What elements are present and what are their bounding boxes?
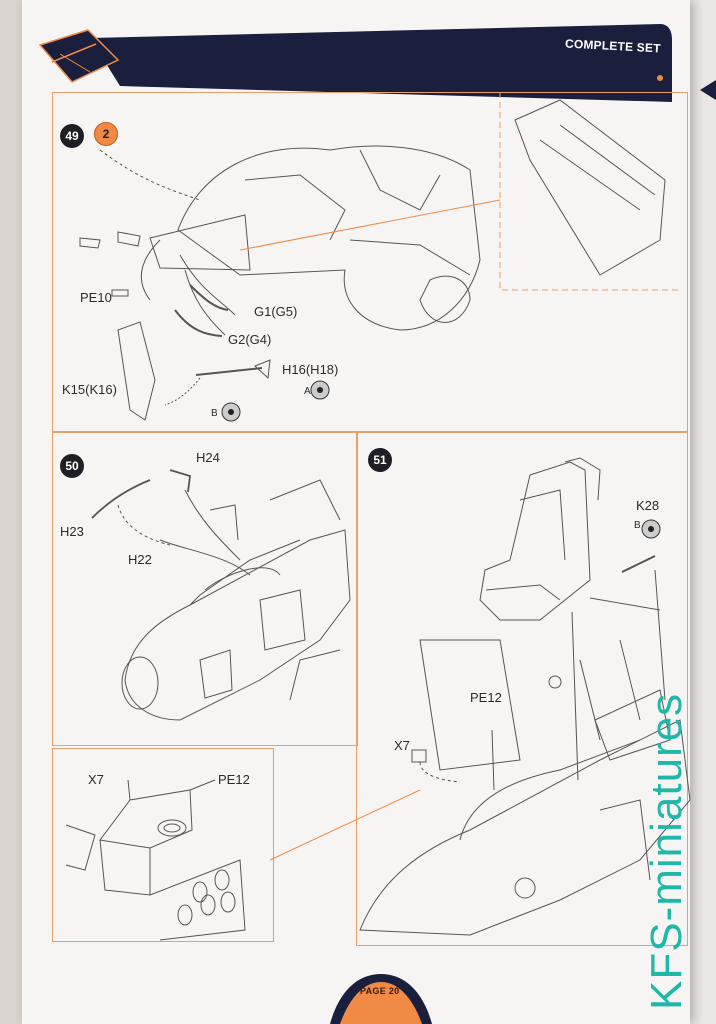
page-number: PAGE 20 — [360, 986, 400, 996]
label-h23: H23 — [60, 524, 84, 539]
step-50-panel — [52, 432, 358, 746]
paint-ref-b: B — [211, 408, 218, 419]
label-k15: K15(K16) — [62, 382, 117, 397]
label-x7: X7 — [394, 738, 410, 753]
label-h22: H22 — [128, 552, 152, 567]
label-k28: K28 — [636, 498, 660, 513]
step-50-badge: 50 — [60, 454, 84, 478]
detail-label-pe12: PE12 — [218, 772, 250, 787]
label-h24: H24 — [196, 450, 220, 465]
detail-label-x7: X7 — [88, 772, 104, 787]
label-g1: G1(G5) — [254, 304, 298, 319]
step-49-badge: 49 — [60, 124, 84, 148]
detail-panel — [52, 748, 274, 942]
label-pe10: PE10 — [80, 290, 112, 305]
label-pe12: PE12 — [470, 690, 502, 705]
step-49-panel — [52, 92, 688, 432]
watermark-text: KFS-miniatures — [642, 692, 691, 1010]
header-band — [38, 24, 716, 102]
step-51-badge: 51 — [368, 448, 392, 472]
footer-tab — [330, 974, 432, 1024]
paint-ref-b-51: B — [634, 520, 641, 531]
facing-page-edge — [688, 0, 716, 1024]
label-h16: H16(H18) — [282, 362, 339, 377]
step-51-panel — [356, 432, 688, 946]
paint-badge-2: 2 — [94, 122, 118, 146]
paint-ref-a: A — [304, 386, 311, 397]
watermark: KFS-miniatures — [620, 660, 710, 1020]
label-g2: G2(G4) — [228, 332, 272, 347]
